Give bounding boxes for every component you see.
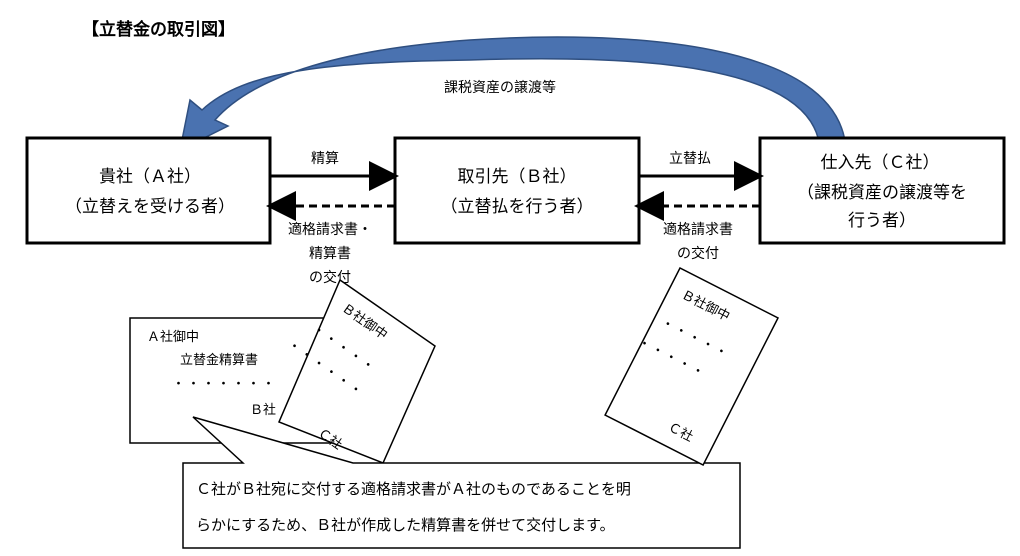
settlement-label: 精算 (311, 151, 339, 167)
explanation-callout (182, 416, 741, 549)
invoice-to-b-label-2: の交付 (677, 245, 719, 262)
callout-line-1: Ｃ社がＢ社宛に交付する適格請求書がＡ社のものであることを明 (196, 480, 631, 498)
company-b-box (393, 136, 641, 245)
settlement-doc-title: 立替金精算書 (180, 352, 258, 368)
settlement-doc-addressee: Ａ社御中 (147, 329, 199, 345)
invoice-document: Ｂ社御中 ・・・・・ ・・・・・ Ｃ社 (604, 266, 780, 466)
invoice-to-a-label-1: 適格請求書・ (288, 221, 372, 238)
company-b-role: （立替払を行う者） (441, 197, 594, 217)
company-b-name: 取引先（Ｂ社） (458, 167, 577, 187)
page-title: 【立替金の取引図】 (82, 19, 235, 40)
arc-label: 課税資産の譲渡等 (444, 79, 556, 96)
settlement-doc-issuer: Ｂ社 (250, 402, 276, 418)
invoice-to-b-label-1: 適格請求書 (663, 221, 733, 238)
company-c-role-1: （課税資産の譲渡等を (797, 183, 967, 203)
company-a-role: （立替えを受ける者） (65, 197, 235, 217)
advance-payment-label: 立替払 (669, 151, 711, 167)
company-a-name: 貴社（Ａ社） (99, 167, 201, 187)
company-a-box (25, 136, 272, 245)
company-c-role-2: 行う者） (848, 211, 916, 231)
invoice-to-a-label-2: 精算書 (309, 246, 351, 262)
callout-line-2: らかにするため、Ｂ社が作成した精算書を併せて交付します。 (196, 516, 615, 534)
company-c-box (758, 136, 1006, 245)
settlement-doc-dots: ・・・・・・・ (172, 377, 277, 392)
company-c-name: 仕入先（Ｃ社） (821, 153, 940, 173)
